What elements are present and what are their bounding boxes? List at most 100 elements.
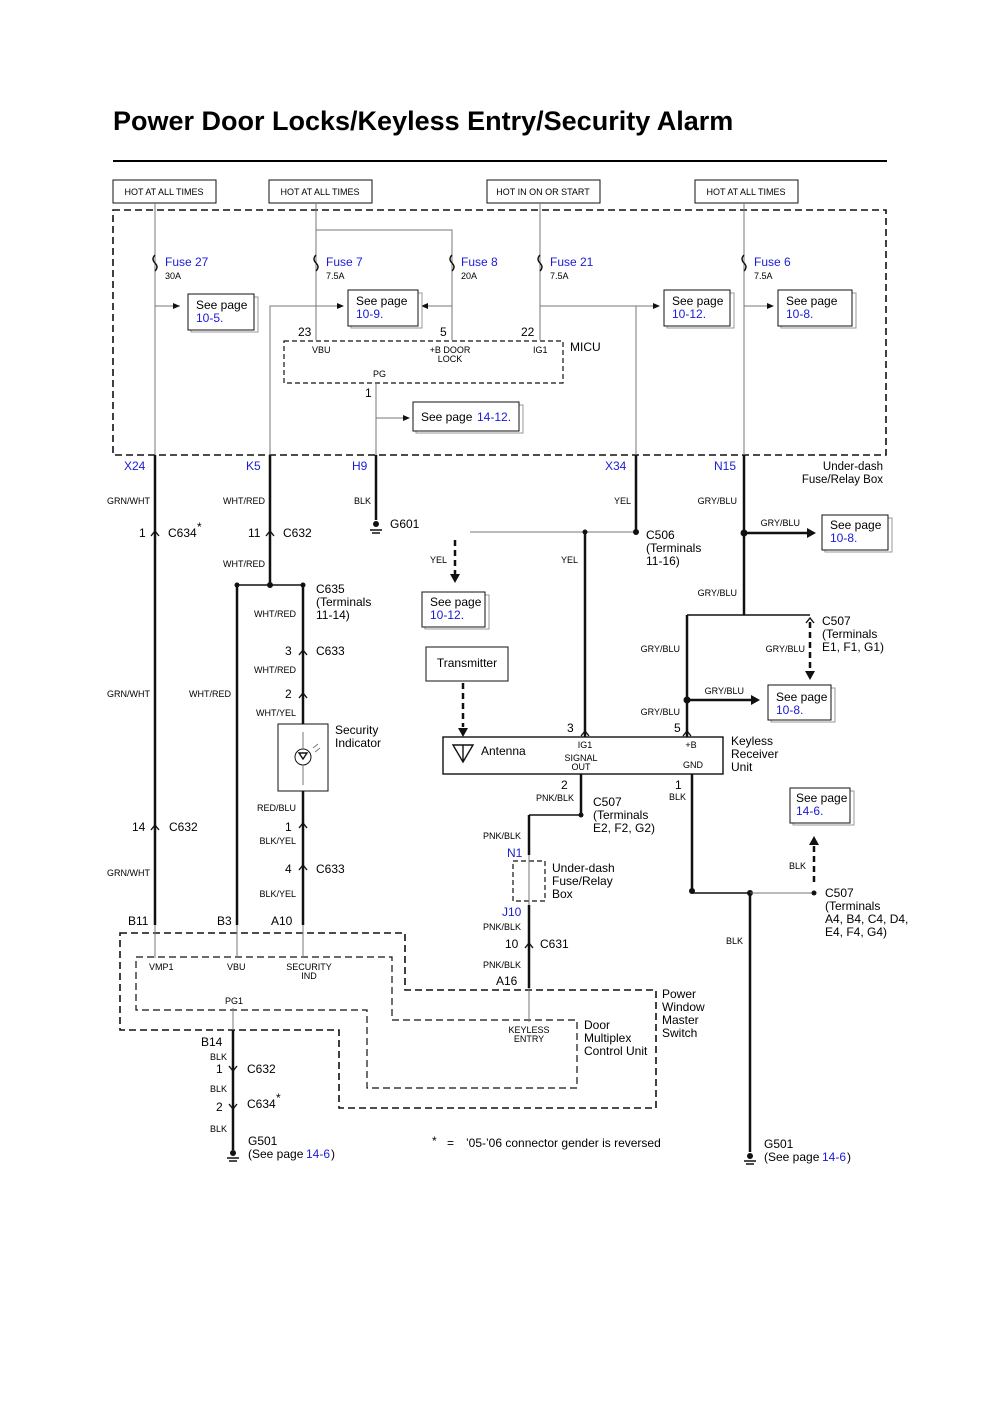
c632-top-label: 11 C632: [248, 526, 312, 540]
transmitter-box: Transmitter: [425, 646, 509, 682]
svg-text:(Terminals: (Terminals: [593, 808, 648, 822]
ground-g501-left: G501 (See page 14-6 ): [227, 1134, 335, 1162]
fuse-6-label: Fuse 6 7.5A: [754, 255, 791, 281]
svg-text:C633: C633: [316, 862, 345, 876]
svg-text:Security: Security: [335, 723, 378, 737]
svg-text:BLK: BLK: [669, 792, 686, 802]
svg-text:SIGNAL: SIGNAL: [564, 753, 597, 763]
svg-text:MICU: MICU: [570, 340, 601, 354]
see-page-10-12-yel[interactable]: See page 10-12.: [421, 591, 490, 630]
svg-text:OUT: OUT: [572, 762, 592, 772]
svg-text:See page: See page: [786, 294, 838, 308]
svg-text:A16: A16: [496, 974, 518, 988]
footnote: * = ’05-’06 connector gender is reversed: [432, 1134, 661, 1150]
ground-g601: G601: [370, 517, 420, 534]
svg-text:VBU: VBU: [312, 345, 331, 355]
svg-text:30A: 30A: [165, 271, 181, 281]
svg-text:14-6.: 14-6.: [796, 804, 823, 818]
svg-text:See page: See page: [672, 294, 724, 308]
svg-text:Fuse 27: Fuse 27: [165, 255, 209, 269]
svg-text:11: 11: [248, 526, 261, 540]
svg-text:GRY/BLU: GRY/BLU: [766, 644, 805, 654]
svg-text:X34: X34: [605, 459, 627, 473]
svg-text:+B: +B: [685, 740, 696, 750]
svg-text:N1: N1: [507, 846, 523, 860]
svg-text:10-8.: 10-8.: [830, 531, 857, 545]
svg-text:GRY/BLU: GRY/BLU: [698, 588, 737, 598]
svg-text:YEL: YEL: [561, 555, 578, 565]
svg-text:GRN/WHT: GRN/WHT: [107, 689, 150, 699]
c631-label: 10 C631 A16: [496, 937, 569, 988]
svg-text:RED/BLU: RED/BLU: [257, 803, 296, 813]
svg-text:E4, F4, G4): E4, F4, G4): [825, 925, 887, 939]
svg-text:1: 1: [675, 778, 682, 792]
svg-text:Power: Power: [662, 987, 696, 1001]
svg-text:C632: C632: [283, 526, 312, 540]
svg-text:GRY/BLU: GRY/BLU: [698, 496, 737, 506]
underdash-terminals: X24 K5 H9 X34 N15: [124, 459, 736, 473]
svg-text:HOT AT ALL TIMES: HOT AT ALL TIMES: [706, 187, 785, 197]
svg-text:=: =: [447, 1136, 454, 1150]
svg-text:GRN/WHT: GRN/WHT: [107, 496, 150, 506]
fuse7-branch: [269, 305, 340, 455]
svg-text:10-5.: 10-5.: [196, 311, 223, 325]
svg-text:Window: Window: [662, 1000, 705, 1014]
see-page-10-8-top[interactable]: See page 10-8.: [777, 289, 857, 329]
svg-text:7.5A: 7.5A: [754, 271, 773, 281]
svg-text:See page: See page: [776, 690, 828, 704]
svg-text:IG1: IG1: [533, 345, 548, 355]
see-page-10-12[interactable]: See page 10-12.: [663, 289, 735, 329]
dmcu-outline: [135, 956, 578, 1089]
underdash-box-label: Under-dash Fuse/Relay Box: [802, 461, 883, 486]
svg-text:LOCK: LOCK: [438, 354, 463, 364]
svg-text:1: 1: [216, 1062, 223, 1076]
svg-text:WHT/RED: WHT/RED: [223, 559, 265, 569]
svg-text:10-8.: 10-8.: [786, 307, 813, 321]
svg-text:C634: C634: [168, 526, 197, 540]
see-page-14-6[interactable]: See page 14-6.: [789, 787, 855, 826]
svg-text:Master: Master: [662, 1013, 699, 1027]
svg-text:BLK: BLK: [210, 1124, 227, 1134]
svg-text:GRY/BLU: GRY/BLU: [641, 644, 680, 654]
svg-text:C634: C634: [247, 1097, 276, 1111]
svg-text:1: 1: [285, 820, 292, 834]
svg-text:Unit: Unit: [731, 760, 753, 774]
c632-14-label: 14 C632: [132, 820, 198, 834]
hot-label-3: HOT IN ON OR START: [486, 179, 601, 204]
fuse-27-label: Fuse 27 30A: [165, 255, 209, 281]
svg-text:): ): [847, 1150, 851, 1164]
see-page-10-8-gryblu[interactable]: See page 10-8.: [821, 514, 893, 553]
fuse7-fuse8-bus: [316, 229, 453, 340]
svg-text:Receiver: Receiver: [731, 747, 778, 761]
svg-text:See page: See page: [421, 410, 473, 424]
svg-text:PNK/BLK: PNK/BLK: [536, 793, 574, 803]
see-page-10-9[interactable]: See page 10-9.: [347, 289, 423, 329]
svg-text:1: 1: [139, 526, 146, 540]
dmcu-label: Door Multiplex Control Unit KEYLESS ENTR…: [508, 1018, 648, 1058]
svg-text:Under-dash: Under-dash: [823, 461, 883, 473]
see-page-10-5[interactable]: See page 10-5.: [187, 293, 259, 333]
svg-text:HOT AT ALL TIMES: HOT AT ALL TIMES: [124, 187, 203, 197]
svg-text:7.5A: 7.5A: [550, 271, 569, 281]
svg-text:KEYLESS: KEYLESS: [508, 1025, 549, 1035]
svg-text:10-8.: 10-8.: [776, 703, 803, 717]
svg-text:(See page: (See page: [764, 1150, 820, 1164]
see-page-14-12[interactable]: See page 14-12.: [412, 401, 524, 434]
svg-text:4: 4: [285, 862, 292, 876]
svg-text:Door: Door: [584, 1018, 610, 1032]
svg-text:N15: N15: [714, 459, 736, 473]
svg-text:WHT/RED: WHT/RED: [254, 609, 296, 619]
svg-text:WHT/RED: WHT/RED: [223, 496, 265, 506]
underdash-box-outline: [112, 209, 887, 456]
svg-text:See page: See page: [796, 791, 848, 805]
ground-g501-right: G501 (See page 14-6 ): [744, 1137, 851, 1165]
svg-text:ENTRY: ENTRY: [514, 1034, 544, 1044]
svg-text:B14: B14: [201, 1035, 223, 1049]
c507-bot-label: C507 (Terminals A4, B4, C4, D4, E4, F4, …: [825, 886, 908, 939]
svg-text:11-16): 11-16): [646, 554, 680, 568]
micu-labels: MICU 23 5 22 VBU +B DOOR LOCK IG1 PG 1: [298, 325, 601, 400]
see-page-10-8-lower[interactable]: See page 10-8.: [767, 684, 836, 723]
svg-text:*: *: [276, 1091, 281, 1105]
svg-text:Multiplex: Multiplex: [584, 1031, 631, 1045]
svg-text:(Terminals: (Terminals: [316, 595, 371, 609]
